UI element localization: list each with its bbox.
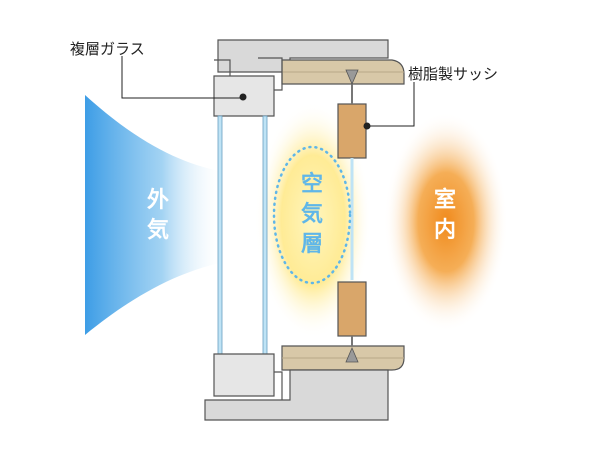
zone-indoor-char: 内 [433, 218, 456, 243]
resin-sash-lower [337, 281, 367, 337]
label-double-glass: 複層ガラス [70, 40, 145, 58]
wall-bottom [204, 369, 389, 421]
zone-air-char: 空 [300, 172, 323, 197]
leader-double-glass [121, 56, 243, 99]
zone-air-char: 層 [300, 232, 323, 257]
zone-outdoor: 外 気 [143, 186, 173, 246]
label-resin-sash: 樹脂製サッシ [408, 65, 499, 83]
zone-air-layer: 空 気 層 [297, 170, 327, 260]
glass-pane-inner [262, 115, 268, 355]
zone-air-char: 気 [300, 202, 323, 227]
air-layer-glow [255, 102, 371, 338]
glass-frame-bottom [213, 353, 275, 397]
air-layer-outline [272, 145, 352, 285]
zone-indoor: 室 内 [430, 186, 460, 246]
zone-indoor-char: 室 [433, 188, 456, 213]
glass-pane-outer [217, 115, 223, 355]
indoor-warm-glow [384, 112, 508, 332]
outdoor-cold-air [85, 95, 225, 335]
zone-outdoor-char: 気 [146, 218, 169, 243]
wall-top [217, 39, 389, 73]
zone-outdoor-char: 外 [146, 188, 169, 213]
leader-resin-sash [367, 82, 415, 127]
resin-sash-upper [337, 103, 367, 159]
